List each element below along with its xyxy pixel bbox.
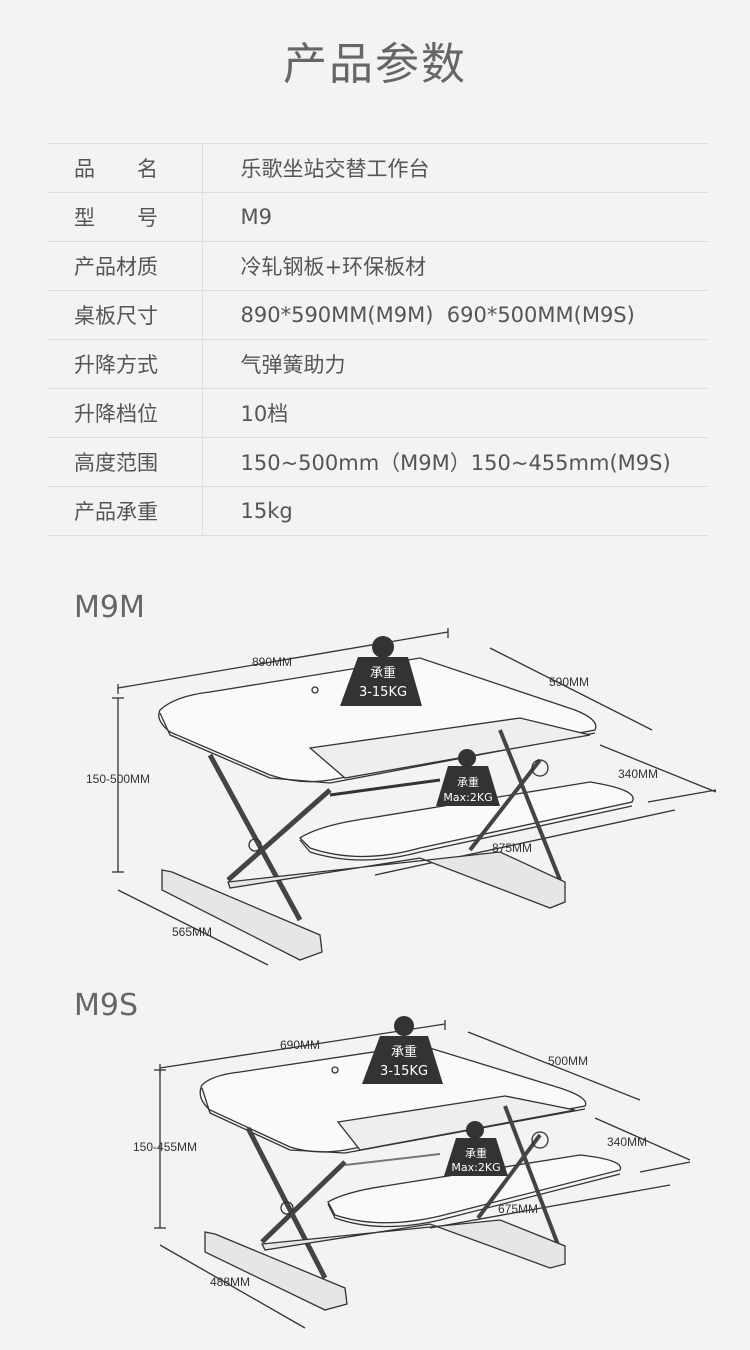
spec-value: 冷轧钢板+环保板材: [202, 241, 708, 291]
m9s-top-load-weight: 承重 3-15KG: [362, 1016, 443, 1084]
m9m-arm-left: [207, 753, 303, 922]
svg-text:承重: 承重: [391, 1044, 417, 1060]
m9s-base-rail: [260, 1219, 566, 1269]
spec-key: 品 名: [48, 143, 203, 193]
svg-text:3-15KG: 3-15KG: [359, 685, 407, 700]
m9s-rear-tray: [336, 1095, 576, 1151]
svg-text:3-15KG: 3-15KG: [380, 1064, 428, 1079]
spec-row-material: 产品材质 冷轧钢板+环保板材: [48, 241, 708, 291]
m9m-arm-right: [498, 729, 562, 881]
m9s-keyboard-depth-dim-line: [594, 1117, 691, 1161]
spec-key: 型 号: [48, 192, 203, 242]
spec-row-lift-method: 升降方式 气弹簧助力: [48, 339, 708, 389]
spec-key: 升降档位: [48, 388, 203, 438]
m9s-base-dim-line: [159, 1244, 306, 1329]
spec-row-board-size: 桌板尺寸 890*590MM(M9M) 690*500MM(M9S): [48, 290, 708, 340]
m9m-base-left: [161, 869, 323, 961]
m9m-keyboard-load-weight: 承重 Max:2KG: [436, 749, 500, 806]
spec-table: 品 名 乐歌坐站交替工作台 型 号 M9 产品材质 冷轧钢板+环保板材 桌板尺寸…: [48, 143, 708, 536]
spec-key: 产品承重: [48, 486, 203, 536]
spec-row-lift-levels: 升降档位 10档: [48, 388, 708, 438]
m9m-keyboard-depth-dim-line: [599, 744, 717, 793]
m9m-top-load-weight: 承重 3-15KG: [340, 636, 422, 706]
m9m-rear-tray: [308, 717, 591, 779]
m9s-arm-right: [503, 1105, 562, 1251]
m9m-keyboard-depth-label: 340MM: [618, 767, 658, 781]
m9s-gas-spring: [344, 1153, 441, 1166]
m9m-diagram: 承重 3-15KG 承重 Max:2KG 890MM 590MM 340MM 8…: [86, 628, 717, 966]
svg-text:Max:2KG: Max:2KG: [443, 791, 492, 804]
m9s-base-left: [204, 1231, 348, 1311]
m9s-height-label: 150-455MM: [133, 1140, 197, 1154]
spec-value: 150~500mm（M9M）150~455mm(M9S): [202, 437, 708, 487]
m9m-width-label: 890MM: [252, 655, 292, 669]
spec-key: 升降方式: [48, 339, 203, 389]
m9s-title: M9S: [74, 988, 139, 1023]
m9m-width-dim-line: [117, 631, 449, 689]
m9s-width-label: 690MM: [280, 1038, 320, 1052]
spec-row-model: 型 号 M9: [48, 192, 708, 242]
m9s-depth-dim-line: [467, 1031, 641, 1101]
m9m-gas-spring: [329, 778, 441, 797]
spec-value: 乐歌坐站交替工作台: [202, 143, 708, 193]
m9s-base-label: 488MM: [210, 1275, 250, 1289]
spec-value: M9: [202, 192, 708, 242]
m9m-base-label: 565MM: [172, 925, 212, 939]
m9m-depth-dim-line: [489, 647, 653, 731]
m9s-top-board: [199, 1044, 587, 1153]
m9s-keyboard-depth-label: 340MM: [607, 1135, 647, 1149]
spec-key: 桌板尺寸: [48, 290, 203, 340]
svg-text:Max:2KG: Max:2KG: [451, 1161, 500, 1174]
m9m-base-rail: [227, 851, 566, 909]
m9m-top-board: [158, 657, 597, 783]
svg-text:承重: 承重: [465, 1146, 487, 1160]
spec-value: 气弹簧助力: [202, 339, 708, 389]
m9s-keyboard-width-label: 675MM: [498, 1202, 538, 1216]
m9s-diagram: 承重 3-15KG 承重 Max:2KG 690MM 500MM 340MM 6…: [133, 1016, 691, 1329]
svg-text:承重: 承重: [457, 775, 479, 789]
spec-key: 产品材质: [48, 241, 203, 291]
spec-key: 高度范围: [48, 437, 203, 487]
m9s-depth-label: 500MM: [548, 1054, 588, 1068]
m9m-keyboard-width-label: 875MM: [492, 841, 532, 855]
m9m-title: M9M: [74, 590, 145, 625]
m9s-keyboard-width-dim-line: [429, 1184, 671, 1229]
m9m-height-label: 150-500MM: [86, 772, 150, 786]
m9m-keyboard-width-dim-line: [374, 809, 676, 876]
spec-value: 10档: [202, 388, 708, 438]
spec-value: 15kg: [202, 486, 708, 536]
spec-value: 890*590MM(M9M) 690*500MM(M9S): [202, 290, 708, 340]
m9m-keyboard-tray: [298, 781, 634, 858]
page-title: 产品参数: [283, 39, 467, 90]
spec-row-height-range: 高度范围 150~500mm（M9M）150~455mm(M9S): [48, 437, 708, 487]
spec-row-load: 产品承重 15kg: [48, 486, 708, 536]
m9s-keyboard-tray: [327, 1154, 622, 1224]
m9m-base-dim-line: [117, 889, 269, 966]
spec-row-name: 品 名 乐歌坐站交替工作台: [48, 143, 708, 193]
m9s-keyboard-load-weight: 承重 Max:2KG: [444, 1121, 508, 1176]
svg-text:承重: 承重: [370, 665, 396, 681]
m9m-depth-label: 590MM: [549, 675, 589, 689]
m9s-arm-left: [245, 1126, 328, 1280]
